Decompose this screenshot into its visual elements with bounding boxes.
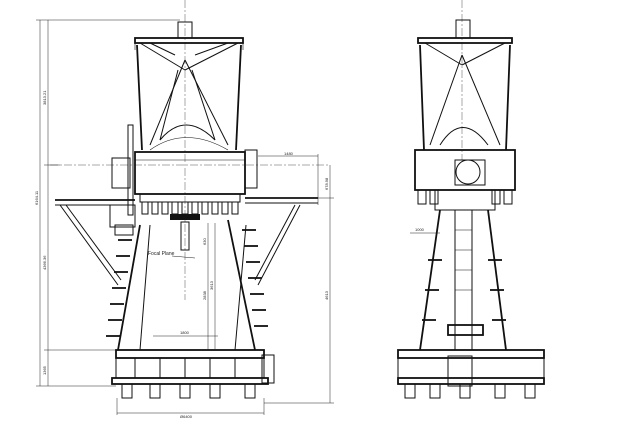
dim-overall-height: 6164.11 <box>34 190 39 205</box>
dim-inner-width: 1800 <box>180 330 190 335</box>
base-platform <box>111 349 275 399</box>
front-view: Focal Plane 6164.11 3813.21 4366.36 1365… <box>34 0 334 419</box>
dim-mid-height: 4366.36 <box>42 255 47 270</box>
focal-plane-leader <box>171 255 196 259</box>
ladder-rungs-left <box>106 239 132 337</box>
top-ring-truss <box>134 21 244 71</box>
side-serrurier-truss <box>419 44 511 151</box>
dim-base-diameter: Ø6400 <box>180 414 193 419</box>
mirror-cell-actuators <box>139 193 241 251</box>
focal-plane-label: Focal Plane <box>148 251 175 257</box>
base-feet <box>121 383 256 399</box>
ladder-rungs-right <box>242 229 268 327</box>
dim-focal-offset: 630 <box>202 238 207 245</box>
side-pier-structure: 1000 <box>410 209 507 351</box>
dim-arm-height: 678.98 <box>324 177 329 190</box>
dim-platform-offset: 1000 <box>415 227 425 232</box>
side-base-platform <box>397 349 545 399</box>
side-view: 1000 <box>397 0 545 399</box>
dim-focal-height-a: 2838 <box>202 290 207 300</box>
dim-arm-to-floor: 4613 <box>324 290 329 300</box>
dim-focal-height-b: 3613 <box>209 280 214 290</box>
pier-structure <box>59 204 301 351</box>
dim-base-height: 1365 <box>42 365 47 375</box>
dim-arm-width: 1480 <box>284 151 294 156</box>
front-dimensions: 6164.11 3813.21 4366.36 1365 1480 678.98… <box>34 19 334 419</box>
serrurier-truss <box>136 44 242 151</box>
side-central-block <box>414 149 516 211</box>
central-block <box>55 124 318 236</box>
dim-upper-height: 3813.21 <box>42 90 47 105</box>
side-top-ring-truss <box>417 19 513 66</box>
